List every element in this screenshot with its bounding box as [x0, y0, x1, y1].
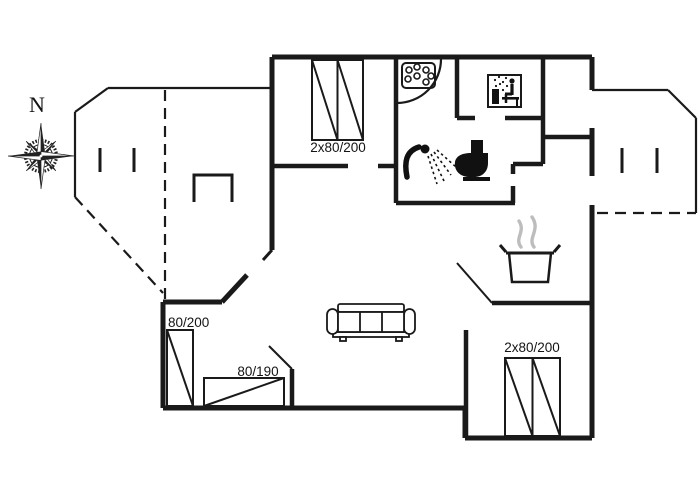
- right-terrace: [592, 88, 698, 215]
- bed-diagonal: [203, 377, 285, 407]
- sofa-arm-right: [403, 308, 416, 335]
- sofa-foot: [395, 336, 403, 342]
- whirlpool-bubbles: [404, 63, 435, 86]
- sauna-person: [502, 78, 519, 106]
- bed-diagonal: [166, 329, 194, 407]
- shower-arm: [403, 144, 422, 180]
- bed-size-label: 80/200: [168, 315, 209, 330]
- double-bed-top: [311, 59, 364, 141]
- toilet-body: [454, 140, 488, 177]
- terrace-posts: [620, 148, 659, 173]
- bed-diagonals: [504, 357, 561, 437]
- sofa-arm-left: [326, 308, 339, 335]
- toilet-icon: [454, 140, 490, 181]
- pot-steam: [517, 215, 537, 249]
- sofa-foot: [339, 336, 347, 342]
- sofa-back: [337, 303, 405, 313]
- door-leaves: [261, 248, 493, 370]
- pot-with-steam-icon: [498, 215, 562, 284]
- door-leaf: [261, 248, 274, 262]
- shower-head: [420, 144, 430, 154]
- sauna-steam-dots: [493, 75, 509, 92]
- sauna-person-icon: [487, 74, 522, 108]
- terrace-dashed-edge: [74, 90, 167, 300]
- terrace-fixture: [192, 173, 234, 202]
- single-bed-vertical: [166, 329, 194, 407]
- compass-rose: [7, 122, 75, 190]
- whirlpool-arc: [396, 58, 443, 105]
- whirlpool-bubbles-icon: [396, 58, 443, 105]
- door-leaf: [268, 345, 293, 370]
- bed-diagonals: [311, 59, 364, 141]
- terrace-outline: [73, 86, 272, 197]
- sofa-icon: [326, 303, 416, 342]
- sofa-cushions: [337, 311, 405, 333]
- bed-size-label: 80/190: [237, 364, 278, 379]
- interior-walls: [272, 57, 592, 438]
- compass-north-label: N: [29, 92, 45, 117]
- single-bed-horizontal: [203, 377, 285, 407]
- compass-dot: [39, 154, 43, 158]
- left-terrace: [73, 86, 272, 300]
- terrace-outline: [592, 88, 698, 213]
- pot-handles: [498, 244, 562, 253]
- sofa-cushion-dividers: [359, 312, 383, 332]
- compass-cardinal-points: [7, 122, 75, 190]
- bed-size-label: 2x80/200: [310, 140, 366, 155]
- bed-size-label: 2x80/200: [504, 340, 560, 355]
- toilet-base: [463, 177, 490, 181]
- whirlpool-box: [401, 62, 436, 89]
- shower-spray: [427, 149, 457, 185]
- sauna-stove: [492, 89, 499, 104]
- interior-wall-path: [272, 57, 592, 438]
- double-bed-bottom: [504, 357, 561, 437]
- shower-head-icon: [403, 144, 457, 185]
- terrace-posts: [98, 148, 136, 172]
- pot-body: [507, 251, 553, 284]
- door-leaf: [456, 262, 493, 304]
